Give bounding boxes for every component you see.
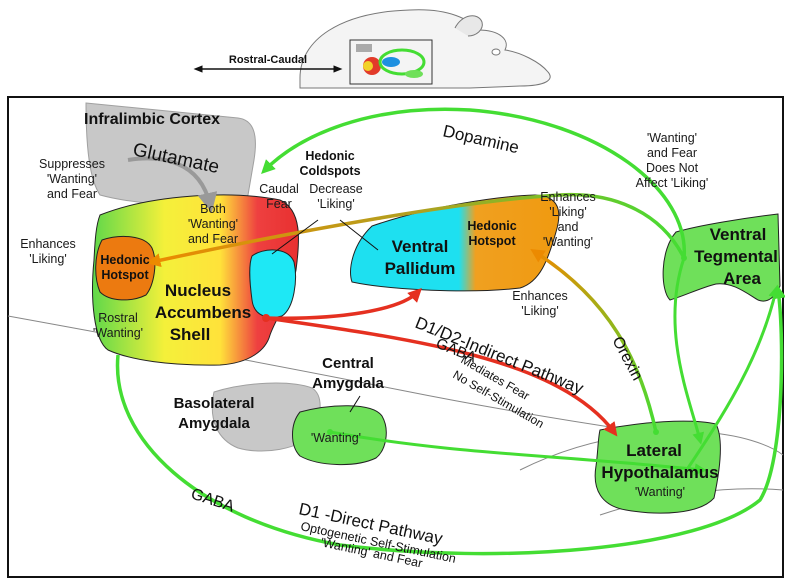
dopamine-pathway — [261, 107, 686, 259]
nac-name-line1: Nucleus — [165, 281, 231, 300]
vp-enhances-both-line4: 'Wanting' — [543, 235, 593, 249]
rostral-caudal-axis: Rostral-Caudal — [193, 54, 343, 73]
vta-to-nac-hotspot-pathway — [146, 192, 686, 268]
vta-note-line3: Does Not — [646, 161, 699, 175]
vta-line2: Tegmental — [694, 247, 778, 266]
nac-hotspot-line2: Hotspot — [101, 268, 149, 282]
central-amygdala-pointer — [349, 395, 361, 413]
inset-zoom-box — [349, 39, 433, 85]
nac-caudal-line1: Caudal — [259, 182, 299, 196]
decrease-liking-line2: 'Liking' — [317, 197, 354, 211]
nac-coldspot-shape — [249, 249, 296, 318]
inset-nac-inner — [363, 61, 373, 71]
central-amygdala-line2: Amygdala — [312, 375, 384, 392]
nac-caudal-line2: Fear — [266, 197, 292, 211]
vp-enhances-both-line2: 'Liking' — [549, 205, 586, 219]
nac-both-line1: Both — [200, 202, 226, 216]
enhances-liking-left-line1: Enhances — [20, 237, 76, 251]
nac-hedonic-hotspot-shape — [95, 235, 156, 301]
node-lh — [653, 429, 659, 435]
vp-enhances-both-line1: Enhances — [540, 190, 596, 204]
decrease-liking-line1: Decrease — [309, 182, 363, 196]
vp-enhances-liking-line1: Enhances — [512, 289, 568, 303]
coldspot-pointer-nac — [271, 219, 319, 255]
vta-note-line2: and Fear — [647, 146, 697, 160]
infralimbic-cortex-title: Infralimbic Cortex — [84, 111, 220, 128]
vta-to-lh-pathway — [673, 257, 705, 445]
nac-rostral-line1: Rostral — [98, 311, 138, 325]
lh-line2: Hypothalamus — [601, 463, 718, 482]
nac-to-vp-pathway — [265, 288, 422, 321]
pathways — [115, 107, 785, 556]
bla-wanting-label: 'Wanting' — [311, 431, 361, 445]
vta-line3: Area — [723, 269, 761, 288]
lh-line3: 'Wanting' — [635, 485, 685, 499]
node-vta — [681, 255, 687, 261]
basolateral-amygdala-line1: Basolateral — [174, 395, 255, 412]
ventral-pallidum-shape — [350, 194, 560, 292]
nac-to-lh-pathway — [265, 316, 618, 437]
coldspots-line1: Hedonic — [305, 149, 354, 163]
suppresses-line2: 'Wanting' — [47, 172, 97, 186]
inset-cortex — [356, 44, 372, 52]
central-amygdala-line1: Central — [322, 355, 374, 372]
node-nac — [262, 314, 270, 322]
vp-name-line1: Ventral — [392, 237, 449, 256]
rat-ear — [454, 15, 483, 37]
nac-rostral-line2: 'Wanting' — [93, 326, 143, 340]
inset-green-loop — [378, 48, 426, 76]
vta-note-line1: 'Wanting' — [647, 131, 697, 145]
rat-eye — [491, 48, 501, 56]
vp-enhances-both-line3: and — [558, 220, 579, 234]
coldspots-line2: Coldspots — [299, 164, 360, 178]
node-cea — [327, 429, 333, 435]
lh-to-vta-pathway — [686, 285, 781, 469]
rat-brain-inset — [299, 9, 551, 89]
suppresses-line1: Suppresses — [39, 157, 105, 171]
inset-vp — [382, 57, 400, 67]
coldspot-pointer-vp — [339, 219, 379, 251]
nucleus-accumbens-shell-shape — [92, 194, 299, 366]
vp-name-line2: Pallidum — [385, 259, 456, 278]
inset-lh — [405, 70, 423, 78]
rostral-caudal-label: Rostral-Caudal — [229, 54, 307, 66]
rat-head-outline — [299, 9, 551, 89]
ventral-tegmental-area-shape — [662, 213, 781, 302]
vp-enhances-liking-line2: 'Liking' — [521, 304, 558, 318]
vta-line1: Ventral — [710, 225, 767, 244]
nac-both-line2: 'Wanting' — [188, 217, 238, 231]
orexin-pathway — [530, 248, 658, 433]
vta-note-line4: Affect 'Liking' — [636, 176, 709, 190]
nac-name-line3: Shell — [170, 325, 211, 344]
d1-direct-pathway — [115, 284, 785, 556]
vp-hotspot-line1: Hedonic — [467, 219, 516, 233]
suppresses-line3: and Fear — [47, 187, 97, 201]
nac-hotspot-line1: Hedonic — [100, 253, 149, 267]
enhances-liking-left-line2: 'Liking' — [29, 252, 66, 266]
lh-line1: Lateral — [626, 441, 682, 460]
central-amygdala-shape — [292, 405, 387, 466]
amygdala-to-lh-pathway — [329, 430, 707, 476]
nac-both-line3: and Fear — [188, 232, 238, 246]
nac-name-line2: Accumbens — [155, 303, 251, 322]
vp-hotspot-line2: Hotspot — [468, 234, 516, 248]
basolateral-amygdala-line2: Amygdala — [178, 415, 250, 432]
glutamate-pathway — [127, 156, 218, 213]
